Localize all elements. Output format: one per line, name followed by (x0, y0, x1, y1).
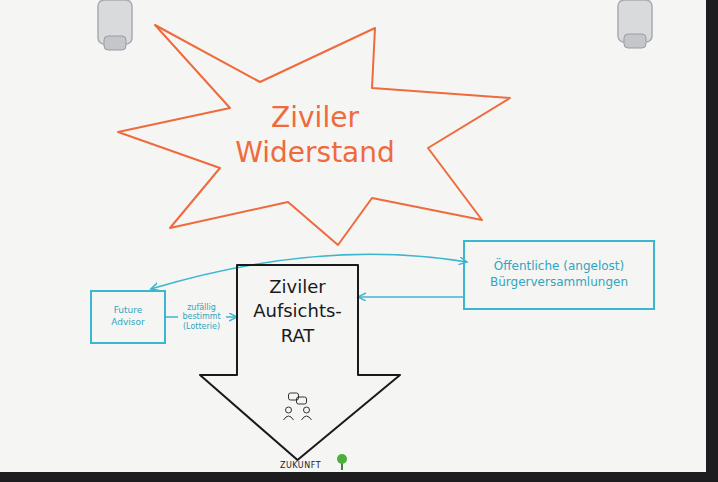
process-box: Öffentliche (angelost) Bürgerversammlung… (463, 240, 655, 310)
flipchart-paper (0, 0, 706, 472)
star-outline (110, 20, 520, 250)
people-icon (284, 393, 312, 420)
note-label: ZUKUNFT (280, 461, 321, 470)
arrow-shape: Ziviler Aufsichts-RAT (237, 265, 358, 375)
connector-arrow (358, 296, 463, 298)
process-box: Future Advisor (90, 290, 166, 344)
paper-clip (98, 0, 132, 50)
paper-clip (618, 0, 652, 48)
tree-icon (337, 454, 347, 470)
node-text: Future Advisor (98, 305, 158, 328)
star-shape: Ziviler Widerstand (110, 20, 520, 250)
node-text: Ziviler Widerstand (225, 100, 405, 170)
edge-label: zufällig bestimmt (Lotterie) (178, 302, 226, 333)
node-text: Ziviler Aufsichts-RAT (242, 275, 353, 348)
node-text: Öffentliche (angelost) Bürgerversammlung… (471, 259, 647, 290)
